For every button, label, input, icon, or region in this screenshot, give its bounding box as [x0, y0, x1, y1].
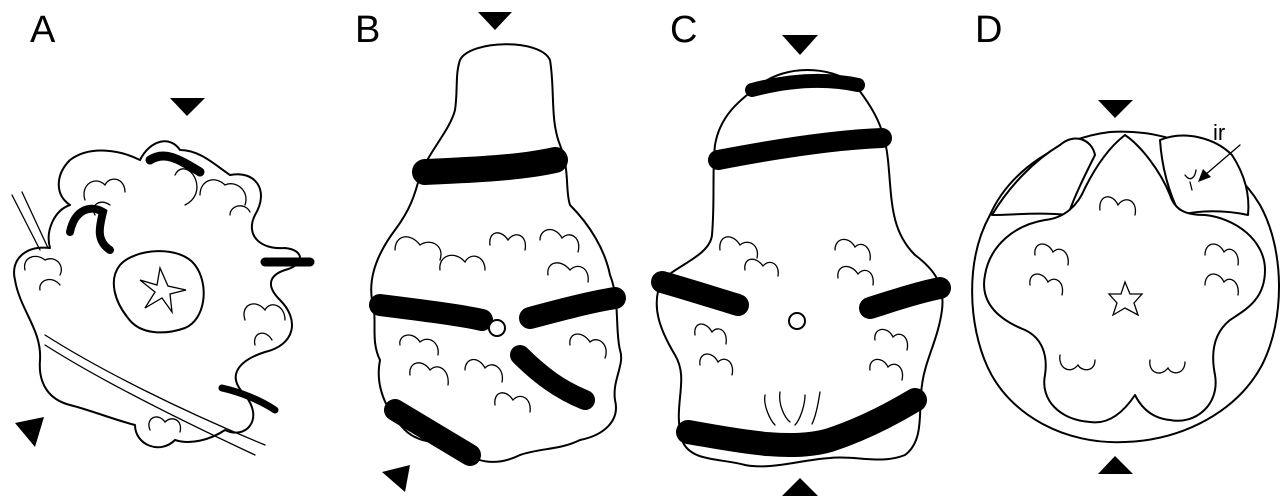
panel-d: D ir — [972, 9, 1279, 474]
panel-c-central-pore — [789, 313, 805, 329]
panel-label-a: A — [30, 9, 56, 51]
panel-label-c: C — [670, 9, 697, 51]
ir-label: ir — [1213, 120, 1225, 145]
arrowhead-icon — [15, 417, 44, 447]
arrowhead-icon — [478, 12, 512, 30]
panel-label-d: D — [975, 9, 1002, 51]
arrowhead-icon — [1098, 456, 1133, 474]
arrowhead-icon — [170, 98, 205, 116]
panel-b-band — [425, 160, 555, 172]
arrowhead-icon — [1098, 100, 1133, 118]
panel-label-b: B — [355, 9, 380, 51]
panel-c: C — [657, 9, 943, 496]
panel-b: B — [355, 9, 621, 492]
arrowhead-icon — [382, 465, 410, 492]
panel-a: A — [12, 9, 310, 455]
arrowhead-icon — [782, 35, 818, 55]
panel-b-central-pore — [489, 320, 505, 336]
panel-b-band — [380, 305, 482, 320]
arrowhead-icon — [782, 478, 818, 496]
